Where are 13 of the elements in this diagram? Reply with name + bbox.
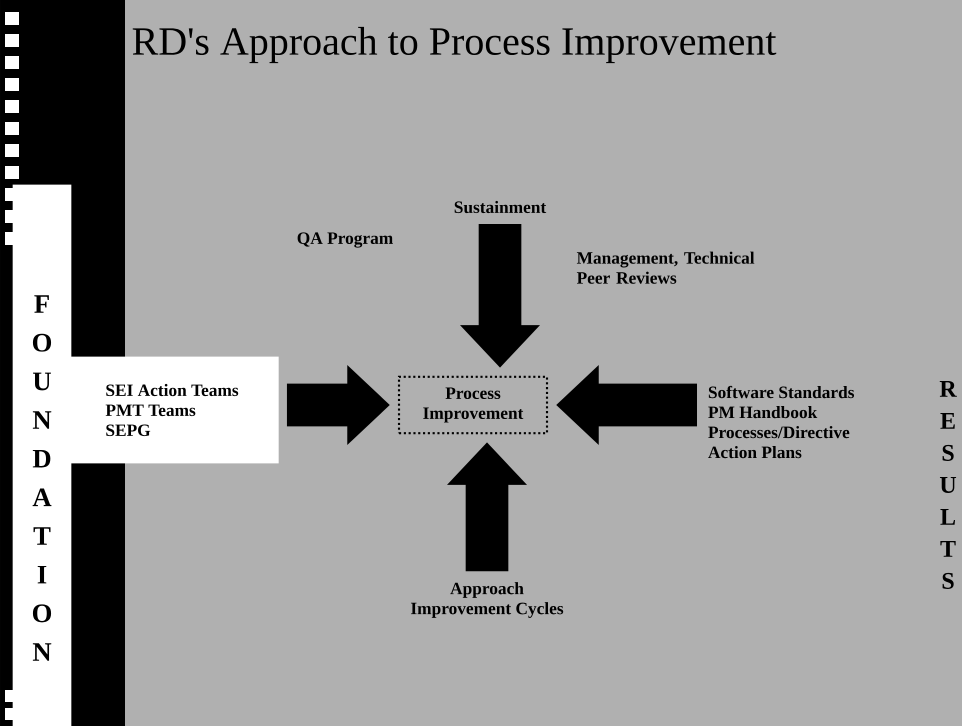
node-text: Sustainment [454,200,546,214]
vertical-text: RESULTS [940,381,957,589]
node-label: SEPG [106,424,150,436]
text-box: SEI Action Teams PMT Teams SEPG [65,356,279,464]
side-text: Management, Technical Peer Reviews [576,252,754,284]
vertical-text: FOUNDATION [12,184,72,726]
node-label: PMT Teams [106,404,196,416]
node-text: Approach Improvement Cycles [410,582,564,618]
process-box: Process Improvement [398,376,548,434]
side-text: QA Program [298,232,393,248]
title: RD's Approach to Process Improvement [132,26,776,64]
node-text: Software Standards PM Handbook Processes/Directive Action Plans [708,386,854,458]
node-label: SEI Action Teams [106,384,238,396]
